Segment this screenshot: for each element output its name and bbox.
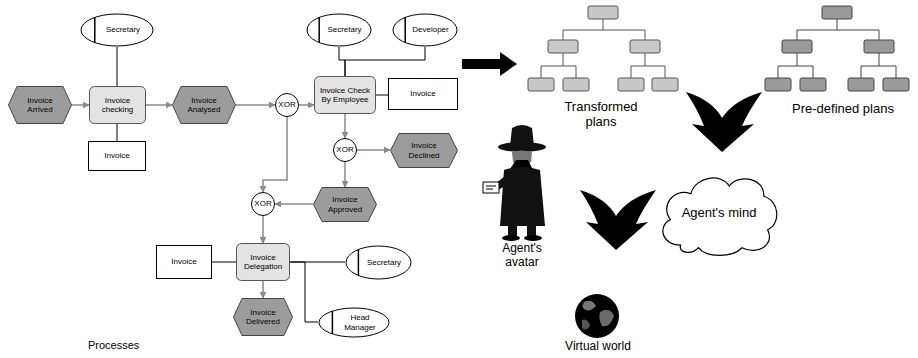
ellipse-outline xyxy=(393,14,457,46)
caption-label: Virtual world xyxy=(548,340,648,354)
association-line xyxy=(117,124,118,141)
flow-arrow xyxy=(72,104,89,106)
predefined-plan-tree xyxy=(765,6,909,91)
association-line xyxy=(212,262,236,263)
flow-arrow xyxy=(344,162,346,187)
circle-outline xyxy=(334,139,357,162)
ellipse-outline xyxy=(319,308,389,337)
caption-label: Agent's avatar xyxy=(486,242,558,270)
connector-circle: XOR xyxy=(333,138,357,162)
function-box: Invoice checking xyxy=(89,86,146,124)
association-line xyxy=(376,95,388,96)
caption-label: Processes xyxy=(88,339,178,352)
node-text: XOR xyxy=(278,100,295,109)
agent-avatar-figure xyxy=(483,125,546,241)
node-text: Secretary xyxy=(367,258,401,267)
caption-label: Transformed plans xyxy=(555,100,647,130)
node-text: Invoice Delivered xyxy=(242,308,284,326)
role-ellipse: Secretary xyxy=(306,13,372,47)
flow-arrow xyxy=(262,216,264,243)
connector-circle: XOR xyxy=(275,93,299,117)
flow-arrow xyxy=(262,281,264,298)
data-box: Invoice xyxy=(388,78,458,110)
globe xyxy=(575,294,619,338)
association-line xyxy=(339,47,345,76)
hexagon-outline xyxy=(314,188,377,222)
role-bar xyxy=(358,250,360,276)
rect-outline xyxy=(157,246,212,279)
role-bar xyxy=(94,17,96,42)
node-text: Secretary xyxy=(327,25,361,34)
flow-arrow xyxy=(275,203,313,205)
role-bar xyxy=(404,17,406,42)
node-text: Invoice Delegation xyxy=(240,253,286,271)
flow-arrow xyxy=(357,149,390,151)
caption-label: Pre-defined plans xyxy=(778,102,908,117)
role-bar xyxy=(318,17,320,42)
role-ellipse: Developer xyxy=(392,13,458,47)
node-text: Invoice Analysed xyxy=(181,96,227,114)
function-box: Invoice Delegation xyxy=(236,243,290,281)
connector-circle: XOR xyxy=(251,192,275,216)
event-hexagon: Invoice Approved xyxy=(313,187,377,222)
node-text: Invoice xyxy=(171,257,196,266)
transformed-plan-tree xyxy=(528,6,678,91)
merge-arrow xyxy=(686,92,762,152)
event-hexagon: Invoice Delivered xyxy=(233,298,293,336)
association-line xyxy=(345,47,425,76)
big-arrow xyxy=(462,52,517,76)
node-text: Invoice checking xyxy=(93,96,142,114)
node-text: Invoice xyxy=(410,89,435,98)
node-text: Invoice Approved xyxy=(322,195,368,213)
cloud-node: Agent's mind xyxy=(655,168,783,258)
rounded-outline xyxy=(315,77,376,114)
node-text: Invoice Arrived xyxy=(17,96,63,114)
node-text: XOR xyxy=(336,145,353,154)
rounded-outline xyxy=(237,244,290,281)
hexagon-outline xyxy=(391,134,458,168)
event-hexagon: Invoice Arrived xyxy=(8,86,72,124)
association-line xyxy=(117,47,118,86)
circle-outline xyxy=(276,94,299,117)
flow-arrow xyxy=(146,104,172,106)
role-bar xyxy=(332,311,334,334)
flow-arrow xyxy=(263,117,287,192)
node-text: Secretary xyxy=(106,25,140,34)
data-box: Invoice xyxy=(88,141,146,171)
node-text: Head Manager xyxy=(336,313,384,331)
data-box: Invoice xyxy=(156,245,212,279)
node-text: Agent's mind xyxy=(682,206,757,221)
rect-outline xyxy=(389,79,458,110)
node-text: Invoice Declined xyxy=(399,141,449,159)
function-box: Invoice Check By Employee xyxy=(314,76,376,114)
down-arrow xyxy=(580,190,656,250)
event-hexagon: Invoice Declined xyxy=(390,133,458,168)
flow-arrow xyxy=(299,104,314,106)
flow-arrow xyxy=(344,114,346,138)
hexagon-outline xyxy=(173,87,236,124)
role-ellipse: Head Manager xyxy=(318,307,390,338)
circle-outline xyxy=(252,193,275,216)
node-text: XOR xyxy=(254,199,271,208)
rect-outline xyxy=(89,142,146,171)
cloud-outline xyxy=(663,178,777,255)
event-hexagon: Invoice Analysed xyxy=(172,86,236,124)
role-ellipse: Secretary xyxy=(80,13,154,47)
association-line xyxy=(290,262,318,322)
hexagon-outline xyxy=(234,299,293,336)
node-text: Invoice xyxy=(104,151,129,160)
node-text: Developer xyxy=(412,25,448,34)
node-text: Invoice Check By Employee xyxy=(318,86,372,104)
rounded-outline xyxy=(90,87,146,124)
role-ellipse: Secretary xyxy=(345,245,412,280)
ellipse-outline xyxy=(81,14,153,46)
flow-arrow xyxy=(236,104,275,106)
ellipse-outline xyxy=(346,246,411,279)
hexagon-outline xyxy=(9,87,72,124)
ellipse-outline xyxy=(307,14,371,46)
